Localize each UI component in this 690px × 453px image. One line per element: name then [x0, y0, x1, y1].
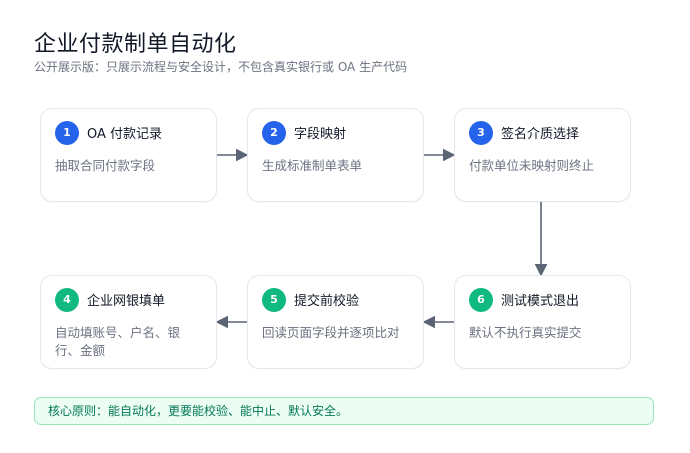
step-description: 抽取合同付款字段	[55, 158, 156, 173]
step-number-badge: 6	[469, 288, 493, 312]
step-title: OA 付款记录	[87, 127, 163, 142]
core-principle-banner: 核心原则：能自动化，更要能校验、能中止、默认安全。	[34, 397, 654, 425]
step-card-4: 4 企业网银填单 自动填账号、户名、银行、金额	[40, 275, 217, 369]
step-number-badge: 4	[55, 288, 79, 312]
step-card-3: 3 签名介质选择 付款单位未映射则终止	[454, 108, 631, 202]
step-card-6: 6 测试模式退出 默认不执行真实提交	[454, 275, 631, 369]
step-description: 回读页面字段并逐项比对	[262, 325, 400, 340]
step-card-5: 5 提交前校验 回读页面字段并逐项比对	[247, 275, 424, 369]
step-title: 提交前校验	[294, 294, 360, 309]
page-title: 企业付款制单自动化	[34, 32, 237, 57]
step-number-badge: 3	[469, 121, 493, 145]
step-card-2: 2 字段映射 生成标准制单表单	[247, 108, 424, 202]
step-number-badge: 1	[55, 121, 79, 145]
step-number-badge: 5	[262, 288, 286, 312]
step-description: 自动填账号、户名、银行、金额	[55, 325, 181, 358]
step-number-badge: 2	[262, 121, 286, 145]
step-card-1: 1 OA 付款记录 抽取合同付款字段	[40, 108, 217, 202]
step-description: 生成标准制单表单	[262, 158, 363, 173]
step-title: 测试模式退出	[501, 294, 580, 309]
page-subtitle: 公开展示版：只展示流程与安全设计，不包含真实银行或 OA 生产代码	[34, 60, 408, 74]
step-title: 企业网银填单	[87, 294, 166, 309]
step-description: 默认不执行真实提交	[469, 325, 582, 340]
step-title: 签名介质选择	[501, 127, 580, 142]
step-title: 字段映射	[294, 127, 347, 142]
step-description: 付款单位未映射则终止	[469, 158, 595, 173]
